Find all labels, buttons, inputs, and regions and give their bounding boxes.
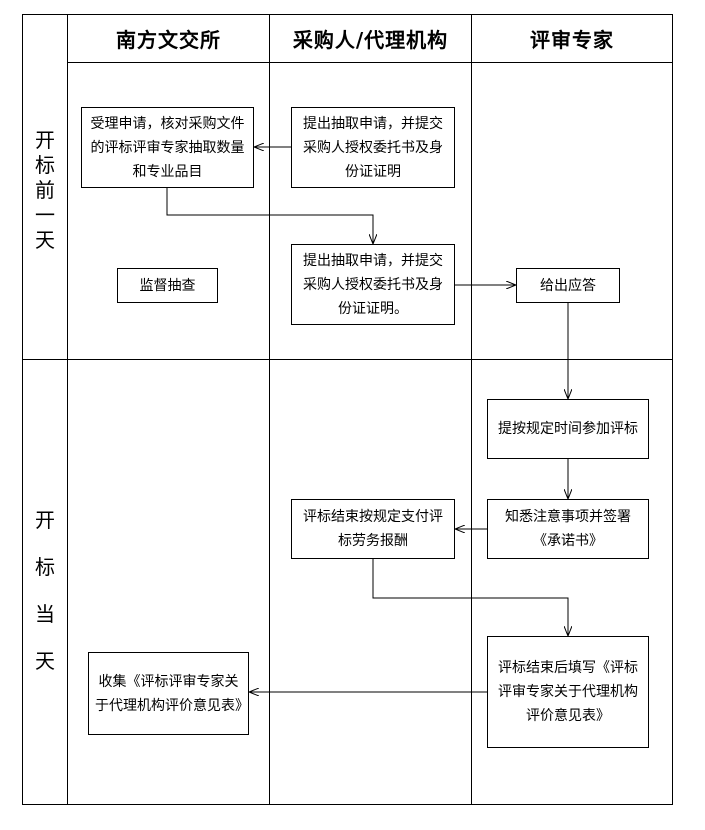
node-accept-application: 受理申请，核对采购文件的评标评审专家抽取数量和专业品目 xyxy=(81,107,254,188)
table-border-bottom xyxy=(22,804,673,805)
table-border-right xyxy=(672,14,673,805)
phase-char: 天 xyxy=(35,228,55,252)
phase-char: 标 xyxy=(35,555,55,579)
arrow-pay-to-fill xyxy=(372,559,568,635)
phase-char: 一 xyxy=(35,203,55,227)
phase-divider xyxy=(22,359,673,360)
node-attend: 提按规定时间参加评标 xyxy=(487,399,649,459)
phase-column-divider xyxy=(67,14,68,805)
node-sign-commitment: 知悉注意事项并签署《承诺书》 xyxy=(487,499,649,559)
node-submit-request-2: 提出抽取申请，并提交采购人授权委托书及身份证证明。 xyxy=(291,244,455,325)
lane-header-purchaser-agency: 采购人/代理机构 xyxy=(292,28,449,52)
node-fill-evaluation: 评标结束后填写《评标评审专家关于代理机构评价意见表》 xyxy=(487,636,649,748)
phase-char: 天 xyxy=(35,649,55,673)
node-submit-request-1: 提出抽取申请，并提交采购人授权委托书及身份证证明 xyxy=(291,107,455,188)
phase-char: 开 xyxy=(35,128,55,152)
phase-char: 前 xyxy=(35,178,55,202)
node-supervise: 监督抽查 xyxy=(117,268,218,303)
node-pay-fee: 评标结束按规定支付评标劳务报酬 xyxy=(291,499,455,559)
phase-label-opening-day: 开 标 当 天 xyxy=(23,497,67,685)
lane-divider-2 xyxy=(471,14,472,805)
arrow-accept-to-submit2 xyxy=(166,188,373,243)
lane-divider-1 xyxy=(269,14,270,805)
lane-header-experts: 评审专家 xyxy=(530,28,614,52)
phase-char: 标 xyxy=(35,153,55,177)
phase-char: 当 xyxy=(35,602,55,626)
phase-char: 开 xyxy=(35,508,55,532)
node-respond: 给出应答 xyxy=(516,268,620,303)
lane-header-exchange: 南方文交所 xyxy=(116,28,221,52)
node-collect-evaluation: 收集《评标评审专家关于代理机构评价意见表》 xyxy=(88,652,249,735)
table-border-left xyxy=(22,14,23,805)
table-border-top xyxy=(22,14,673,15)
header-divider xyxy=(67,62,673,63)
phase-label-day-before: 开 标 前 一 天 xyxy=(23,128,67,253)
